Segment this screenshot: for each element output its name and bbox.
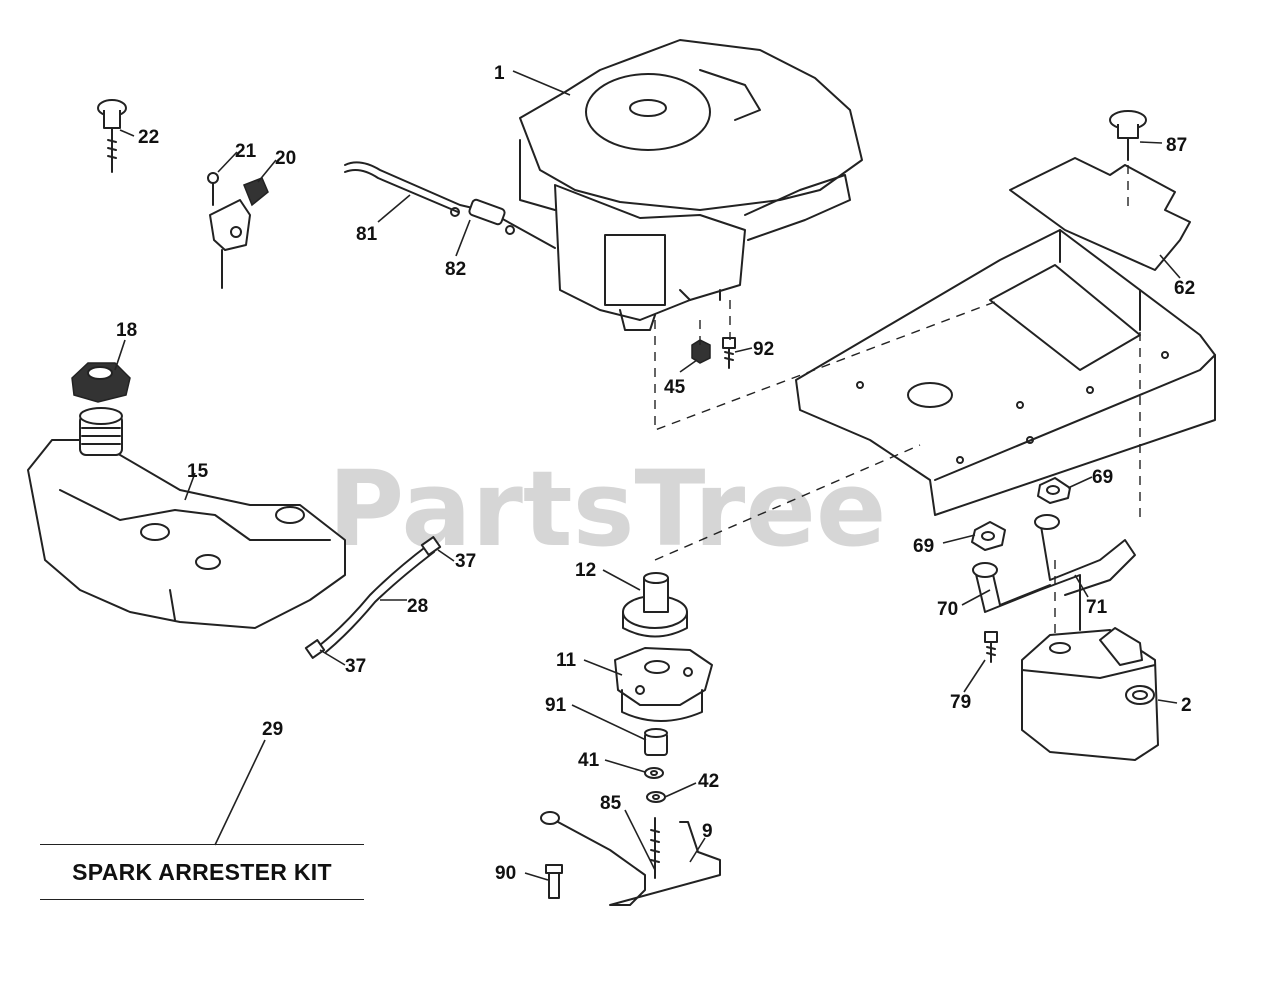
screen-plate-illustration	[1009, 157, 1191, 271]
leader-lines	[114, 70, 1181, 881]
callout-90: 90	[495, 863, 516, 884]
cap-illustration	[1109, 110, 1147, 161]
nut-bolt-illustration	[691, 337, 736, 369]
callout-87: 87	[1166, 135, 1187, 156]
callout-79: 79	[950, 692, 971, 713]
spacer-washer-illustration	[644, 728, 668, 803]
callout-81: 81	[356, 224, 378, 245]
callout-labels: 1 22 21 20 81 82 87 62 18 45 92 15 69 69…	[116, 63, 1195, 884]
callout-69-lower: 69	[913, 536, 934, 557]
assembly-guide-lines	[654, 165, 1141, 640]
watermark-text: PartsTree	[328, 448, 886, 570]
callout-29: 29	[262, 719, 283, 740]
callout-62: 62	[1174, 278, 1195, 299]
spark-arrester-kit-label: SPARK ARRESTER KIT	[40, 844, 364, 900]
fuel-tank-illustration	[27, 362, 346, 629]
knob-illustration	[97, 99, 127, 173]
callout-85: 85	[600, 793, 622, 814]
callout-37-lower: 37	[345, 656, 366, 677]
callout-69-upper: 69	[1092, 467, 1113, 488]
callout-18: 18	[116, 320, 137, 341]
muffler-illustration	[1021, 627, 1159, 761]
callout-2: 2	[1181, 695, 1192, 716]
fuel-line-illustration	[344, 161, 556, 249]
callout-71: 71	[1086, 597, 1108, 618]
callout-20: 20	[275, 148, 296, 169]
clutch-illustration	[614, 647, 713, 722]
bracket-illustration	[540, 811, 721, 906]
callout-28: 28	[407, 596, 428, 617]
callout-9: 9	[702, 821, 713, 842]
exhaust-pipe-illustration	[971, 477, 1136, 631]
callout-91: 91	[545, 695, 567, 716]
engine-illustration	[519, 39, 863, 331]
throttle-control-illustration	[207, 172, 269, 289]
callout-41: 41	[578, 750, 600, 771]
callout-82: 82	[445, 259, 466, 280]
pulley-illustration	[622, 572, 688, 638]
callout-92: 92	[753, 339, 774, 360]
callout-22: 22	[138, 127, 159, 148]
spark-arrester-kit-text: SPARK ARRESTER KIT	[72, 858, 332, 885]
bolt-79-illustration	[984, 631, 998, 663]
callout-11: 11	[556, 650, 577, 671]
callout-21: 21	[235, 141, 257, 162]
callout-42: 42	[698, 771, 719, 792]
callout-45: 45	[664, 377, 686, 398]
fuel-hose-illustration	[304, 536, 442, 659]
callout-70: 70	[937, 599, 958, 620]
callout-12: 12	[575, 560, 596, 581]
callout-37-upper: 37	[455, 551, 476, 572]
callout-15: 15	[187, 461, 209, 482]
callout-1: 1	[494, 63, 505, 84]
